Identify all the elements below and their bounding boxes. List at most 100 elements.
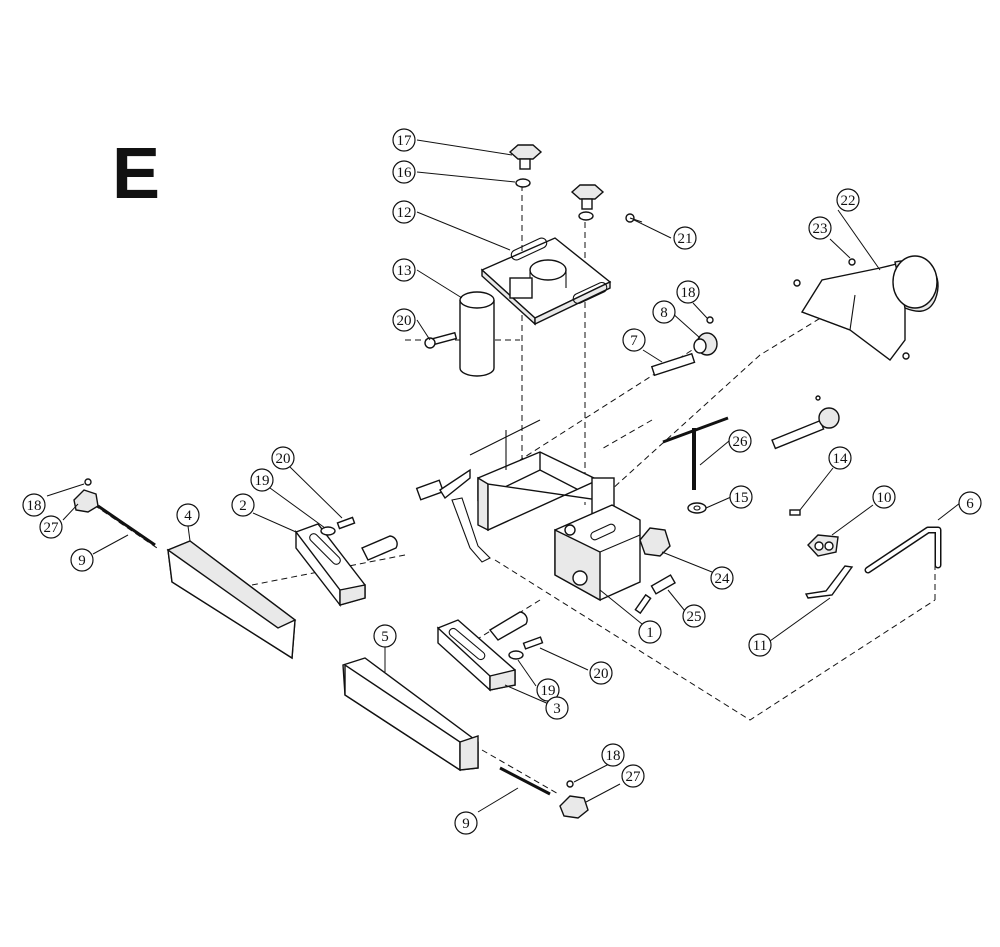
callout-circle	[621, 764, 645, 788]
callout-number: 8	[660, 305, 668, 321]
part-2-bracket	[294, 523, 398, 608]
callout-circle	[454, 811, 478, 835]
callout-number: 20	[594, 666, 609, 682]
callout-circle	[392, 258, 416, 282]
part-1-front-block	[554, 504, 641, 602]
part-22-dust-hood	[793, 255, 939, 361]
part-8-nut	[693, 332, 718, 356]
part-27-knob-left	[73, 489, 99, 513]
callout-circle	[231, 493, 255, 517]
callout-20: 20	[392, 308, 416, 332]
callout-circle	[589, 661, 613, 685]
callout-number: 11	[753, 638, 767, 654]
part-14-screw	[789, 509, 801, 516]
callout-circle	[836, 188, 860, 212]
callout-circle	[250, 468, 274, 492]
part-18-screw-upper	[706, 316, 714, 324]
callout-circle	[652, 300, 676, 324]
part-20-bolt-lower	[522, 636, 544, 650]
callout-number: 20	[276, 451, 291, 467]
lever-assembly	[415, 419, 541, 563]
callout-number: 1	[646, 625, 654, 641]
callout-4: 4	[176, 503, 200, 527]
callout-21: 21	[673, 226, 697, 250]
part-18-screw-left	[84, 478, 92, 486]
callout-number: 10	[877, 490, 892, 506]
callout-14: 14	[828, 446, 852, 470]
callout-number: 17	[397, 133, 413, 149]
shaft-right	[771, 395, 840, 450]
callout-13: 13	[392, 258, 416, 282]
callout-18: 18	[22, 493, 46, 517]
callout-circle	[710, 566, 734, 590]
callout-number: 4	[184, 508, 192, 524]
callout-circle	[808, 216, 832, 240]
part-13-tube	[459, 291, 495, 377]
callout-15: 15	[729, 485, 753, 509]
part-12-top-plate	[480, 237, 612, 326]
callout-number: 21	[678, 231, 693, 247]
callout-27: 27	[39, 515, 63, 539]
callout-circle	[373, 624, 397, 648]
part-10-clamp	[807, 534, 839, 557]
callout-circle	[22, 493, 46, 517]
callout-number: 25	[687, 609, 702, 625]
part-17-knob	[508, 144, 543, 170]
callout-circle	[392, 160, 416, 184]
callout-number: 18	[27, 498, 42, 514]
part-3-bracket	[436, 611, 528, 692]
callout-circle	[729, 485, 753, 509]
callout-number: 2	[239, 498, 247, 514]
part-23-screw	[848, 258, 856, 266]
callout-number: 18	[606, 748, 621, 764]
callout-circle	[682, 604, 706, 628]
callout-19: 19	[536, 678, 560, 702]
callout-9: 9	[70, 548, 94, 572]
callout-circle	[545, 696, 569, 720]
part-19-washer-upper	[320, 526, 336, 536]
part-6-bent-rod	[864, 526, 942, 574]
callout-circle	[828, 446, 852, 470]
part-20-bolt-top	[424, 331, 458, 349]
callout-circle	[622, 328, 646, 352]
callout-number: 27	[44, 520, 60, 536]
callout-11: 11	[748, 633, 772, 657]
part-16-washer	[515, 178, 531, 188]
callout-circle	[748, 633, 772, 657]
callout-number: 23	[813, 221, 828, 237]
callout-circle	[872, 485, 896, 509]
callout-5: 5	[373, 624, 397, 648]
callout-9: 9	[454, 811, 478, 835]
callout-number: 6	[966, 496, 974, 512]
callout-number: 3	[553, 701, 561, 717]
callout-6: 6	[958, 491, 982, 515]
callout-number: 19	[541, 683, 556, 699]
callout-circle	[638, 620, 662, 644]
callout-circle	[676, 280, 700, 304]
callout-25: 25	[682, 604, 706, 628]
callout-26: 26	[728, 429, 752, 453]
part-27-knob-bottom	[559, 795, 589, 819]
callout-circle	[39, 515, 63, 539]
part-19-washer-lower	[508, 650, 524, 660]
callout-17: 17	[392, 128, 416, 152]
callout-number: 16	[397, 165, 413, 181]
part-24-knob	[639, 527, 671, 557]
part-20-bolt-upper	[336, 516, 356, 530]
callout-22: 22	[836, 188, 860, 212]
leader-lines	[46, 139, 961, 813]
part-5-fence	[342, 657, 479, 772]
callout-number: 9	[462, 816, 470, 832]
part-25-pin	[634, 574, 676, 615]
part-4-fence	[166, 540, 297, 660]
callout-27: 27	[621, 764, 645, 788]
callout-circle	[958, 491, 982, 515]
callout-circle	[728, 429, 752, 453]
callout-number: 7	[630, 333, 638, 349]
callout-number: 20	[397, 313, 412, 329]
callout-number: 27	[626, 769, 642, 785]
callout-circle	[176, 503, 200, 527]
part-26-t-handle	[662, 416, 729, 490]
callout-number: 14	[833, 451, 849, 467]
